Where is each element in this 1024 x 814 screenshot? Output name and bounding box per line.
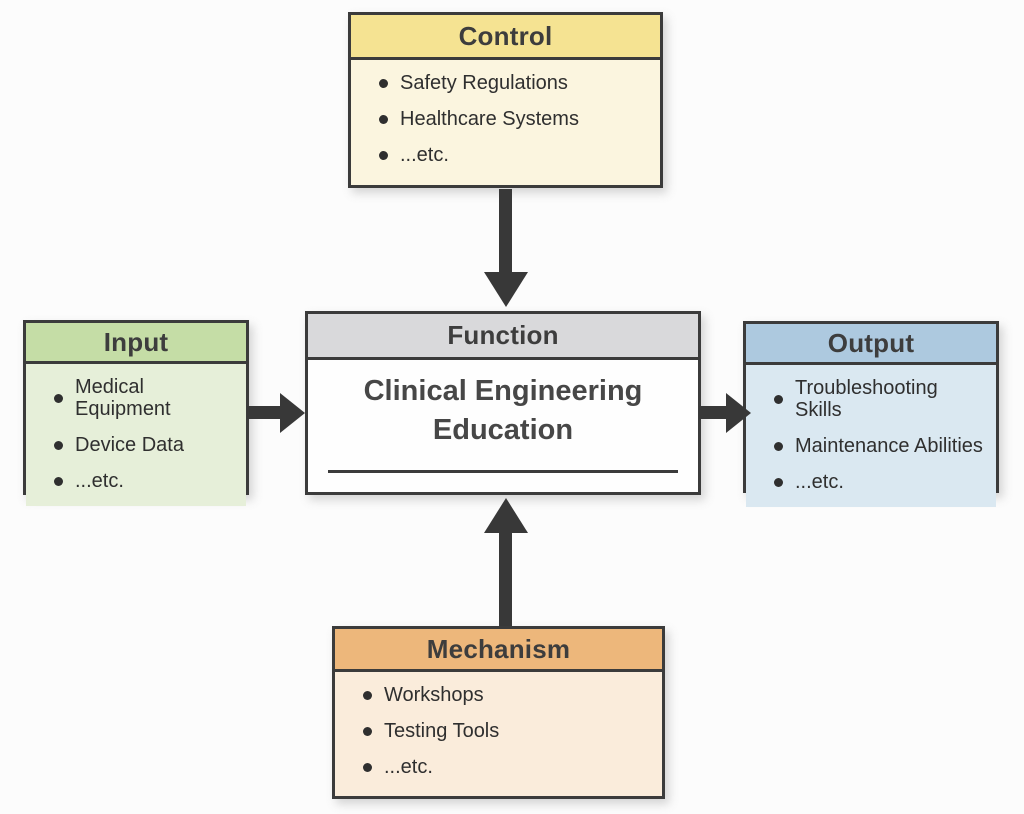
bullet-icon (54, 476, 63, 486)
list-item-label: Workshops (384, 684, 484, 706)
control-box-title: Control (458, 20, 553, 51)
list-item: ...etc. (379, 144, 652, 166)
list-item: Troubleshooting Skills (774, 377, 988, 421)
mechanism-box-title: Mechanism (426, 633, 571, 664)
control-bullet-list: Safety Regulations Healthcare Systems ..… (351, 60, 660, 166)
arrow-shaft (699, 406, 727, 419)
mechanism-bullet-list: Workshops Testing Tools ...etc. (335, 672, 662, 778)
function-box: Function Clinical Engineering Education (305, 311, 701, 495)
list-item-label: ...etc. (795, 471, 844, 493)
list-item-label: Maintenance Abilities (795, 435, 983, 457)
bullet-icon (379, 78, 388, 88)
arrow-right-icon (726, 393, 751, 433)
list-item: ...etc. (54, 470, 238, 492)
list-item-label: ...etc. (384, 756, 433, 778)
bullet-icon (774, 441, 783, 451)
output-box-title: Output (827, 327, 915, 358)
output-box-body: Troubleshooting Skills Maintenance Abili… (746, 365, 996, 507)
arrow-down-icon (484, 272, 528, 307)
list-item: Device Data (54, 434, 238, 456)
mechanism-box-header: Mechanism (335, 629, 662, 672)
bullet-icon (54, 393, 63, 403)
list-item-label: Medical Equipment (75, 376, 171, 420)
list-item-label: Safety Regulations (400, 72, 568, 94)
bullet-icon (363, 762, 372, 772)
bullet-icon (774, 477, 783, 487)
list-item-label: ...etc. (400, 144, 449, 166)
arrow-shaft (499, 532, 512, 626)
input-bullet-list: Medical Equipment Device Data ...etc. (26, 364, 246, 492)
function-content-label: Clinical Engineering Education (363, 375, 643, 447)
function-underline (328, 470, 678, 473)
list-item: Workshops (363, 684, 654, 706)
control-to-function-arrow (484, 189, 528, 307)
list-item: Maintenance Abilities (774, 435, 988, 457)
bullet-icon (363, 690, 372, 700)
control-box-body: Safety Regulations Healthcare Systems ..… (351, 60, 660, 185)
list-item-label: ...etc. (75, 470, 124, 492)
input-box-body: Medical Equipment Device Data ...etc. (26, 364, 246, 506)
control-box-header: Control (351, 15, 660, 60)
input-box: Input Medical Equipment Device Data ...e… (23, 320, 249, 506)
mechanism-box: Mechanism Workshops Testing Tools ...etc… (332, 626, 665, 799)
function-to-output-arrow (699, 393, 751, 433)
output-bullet-list: Troubleshooting Skills Maintenance Abili… (746, 365, 996, 493)
list-item: Medical Equipment (54, 376, 238, 420)
list-item: Healthcare Systems (379, 108, 652, 130)
arrow-shaft (499, 189, 512, 273)
control-box: Control Safety Regulations Healthcare Sy… (348, 12, 663, 188)
input-to-function-arrow (247, 393, 305, 433)
mechanism-box-body: Workshops Testing Tools ...etc. (335, 672, 662, 796)
mechanism-to-function-arrow (484, 498, 528, 626)
list-item: Testing Tools (363, 720, 654, 742)
list-item: ...etc. (363, 756, 654, 778)
function-box-title: Function (447, 320, 559, 350)
list-item-label: Troubleshooting Skills (795, 377, 938, 421)
list-item-label: Testing Tools (384, 720, 500, 742)
list-item-label: Healthcare Systems (400, 108, 579, 130)
input-box-title: Input (103, 326, 169, 357)
bullet-icon (774, 394, 783, 404)
bullet-icon (379, 150, 388, 160)
input-box-header: Input (26, 323, 246, 364)
list-item-label: Device Data (75, 434, 184, 456)
arrow-shaft (247, 406, 281, 419)
list-item: Safety Regulations (379, 72, 652, 94)
bullet-icon (54, 440, 63, 450)
function-box-header: Function (308, 314, 698, 360)
list-item: ...etc. (774, 471, 988, 493)
output-box-header: Output (746, 324, 996, 365)
arrow-up-icon (484, 498, 528, 533)
output-box: Output Troubleshooting Skills Maintenanc… (743, 321, 999, 507)
arrow-right-icon (280, 393, 305, 433)
function-box-body: Clinical Engineering Education (308, 360, 698, 492)
bullet-icon (379, 114, 388, 124)
bullet-icon (363, 726, 372, 736)
